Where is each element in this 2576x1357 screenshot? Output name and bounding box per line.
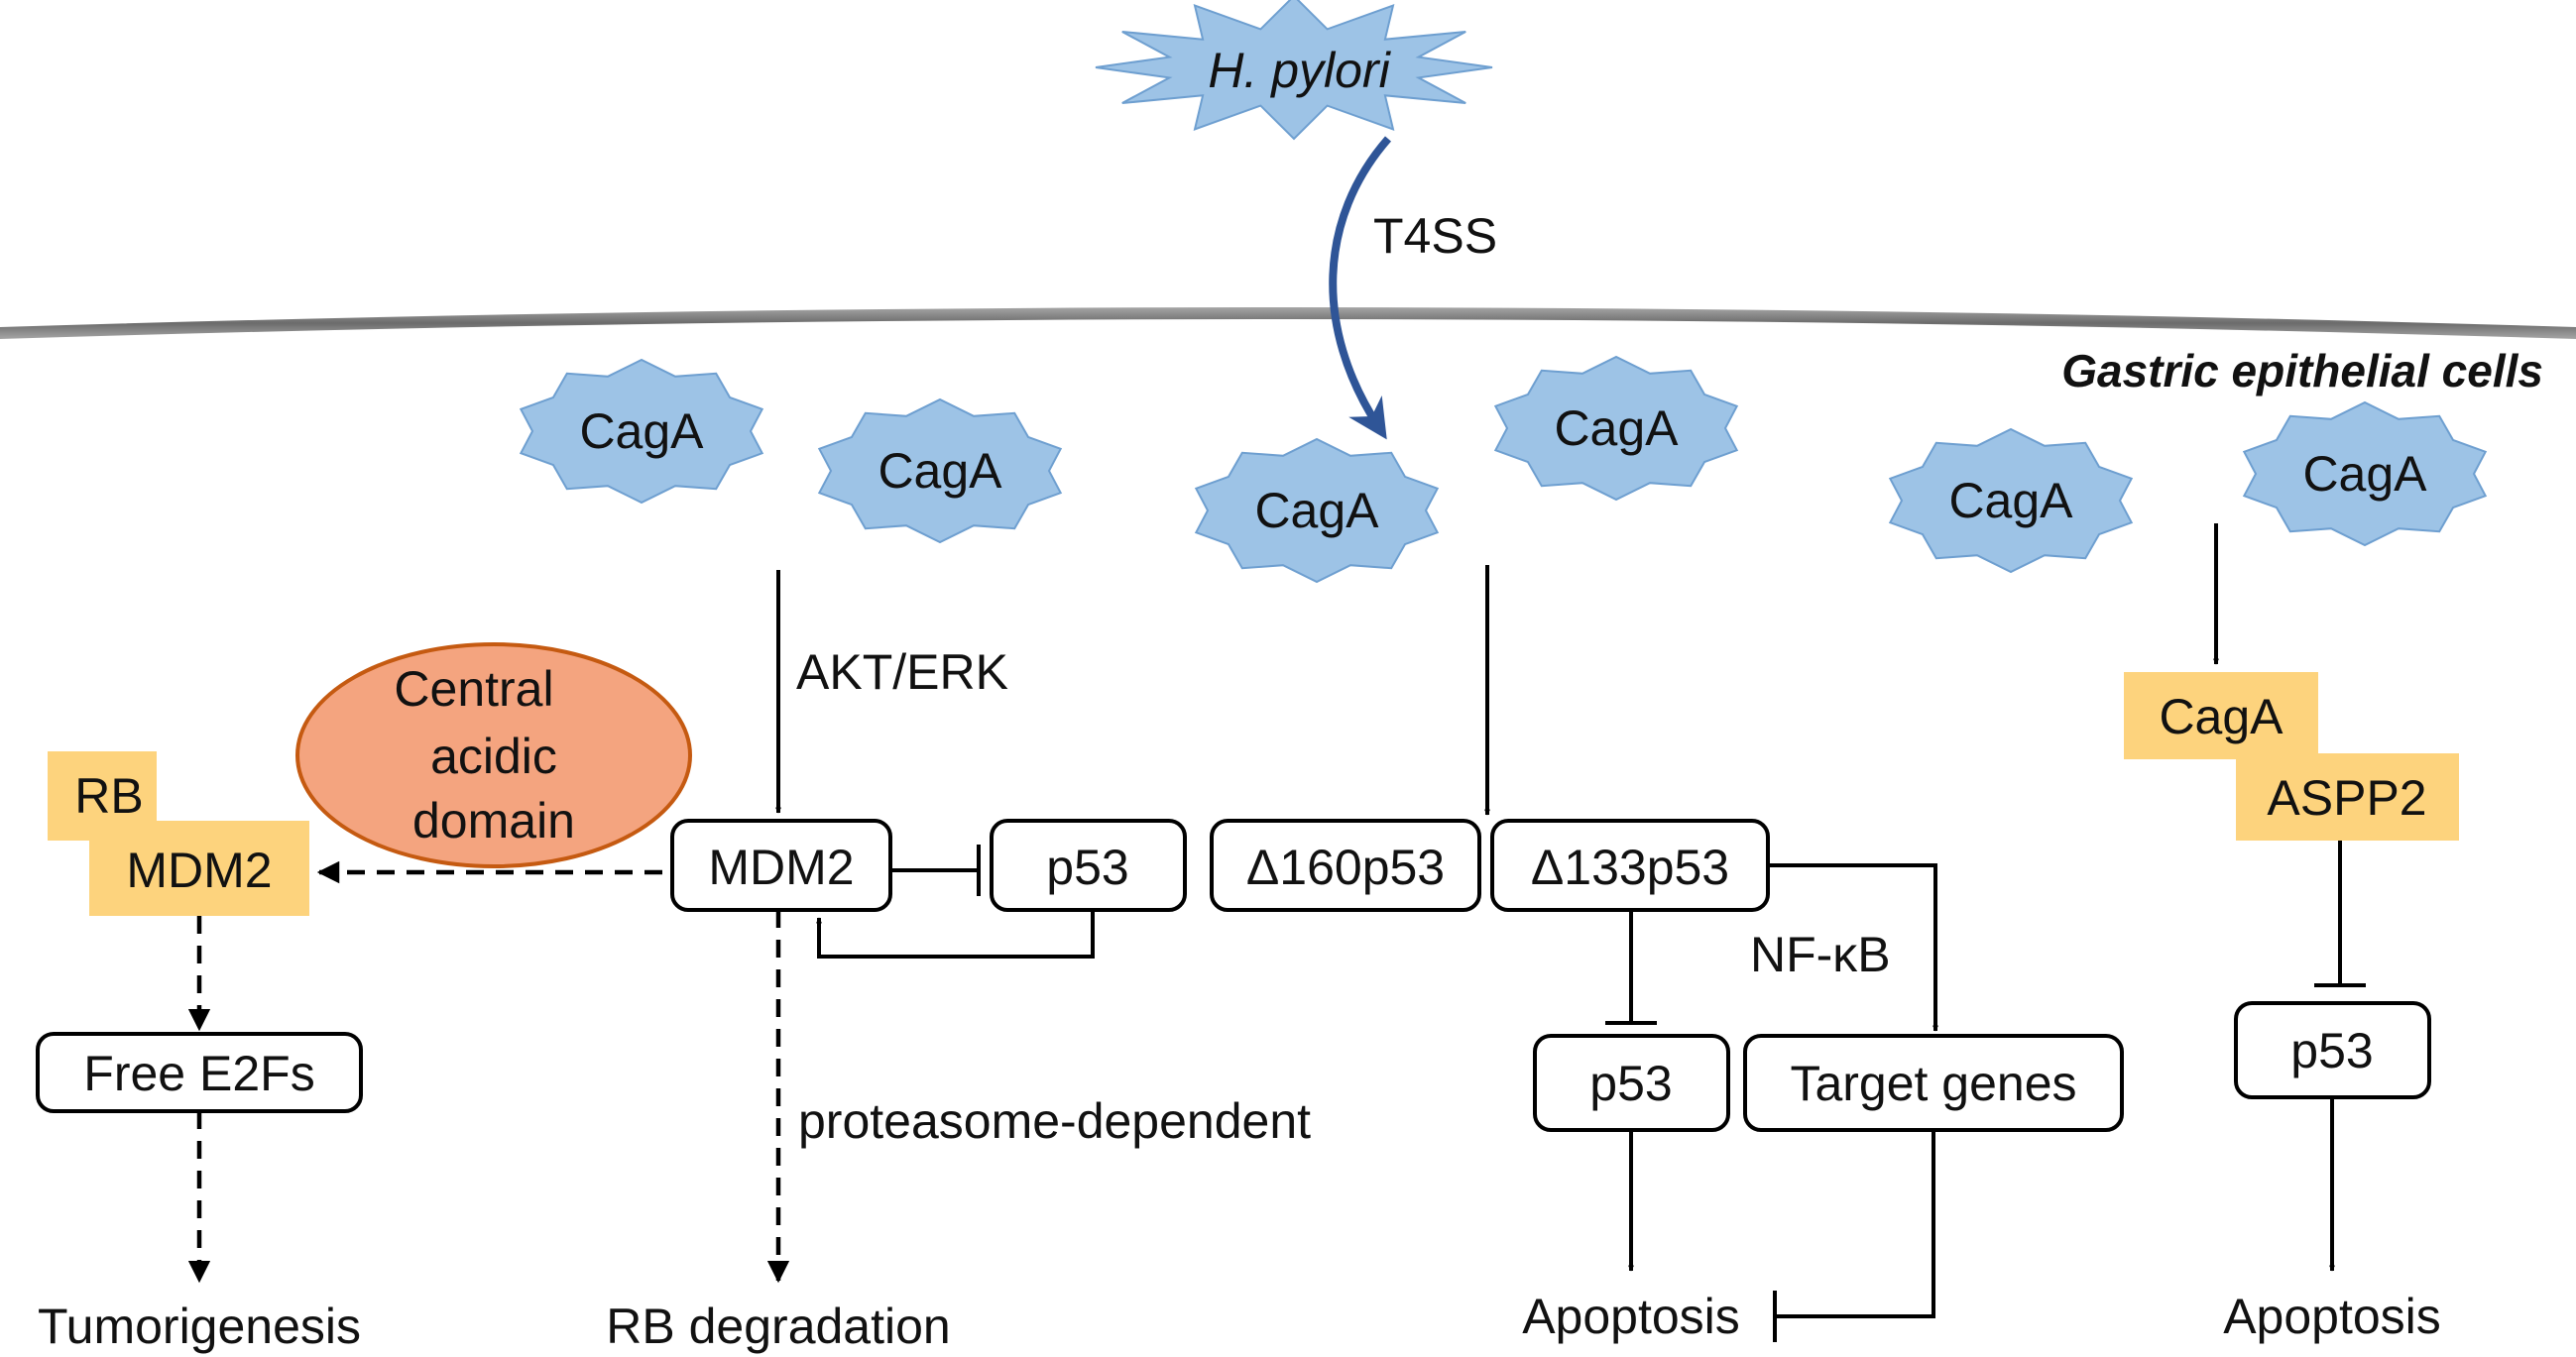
caga-label: CagA [2302, 446, 2427, 502]
star-burst-icon [1095, 0, 1493, 141]
caga-label: CagA [878, 443, 1002, 499]
cell-membrane [0, 307, 2576, 339]
t4ss-label: T4SS [1373, 208, 1497, 264]
proteasome-label: proteasome-dependent [798, 1093, 1311, 1149]
tumorigenesis-label: Tumorigenesis [38, 1299, 361, 1354]
caga-aspp2-complex: CagA ASPP2 [2124, 672, 2459, 841]
middle-apoptosis-label: Apoptosis [1522, 1289, 1740, 1344]
complex-rb-label: RB [74, 768, 143, 824]
delta160p53-box: Δ160p53 [1210, 819, 1481, 912]
target-genes-box: Target genes [1743, 1034, 2124, 1132]
right-apoptosis-label: Apoptosis [2223, 1289, 2441, 1344]
caga-protein: CagA [2242, 400, 2488, 547]
target-genes-inhibit-apoptosis [1777, 1130, 1935, 1318]
nfkb-label: NF-κB [1750, 927, 1891, 982]
svg-text:p53: p53 [1589, 1056, 1672, 1111]
rb-mdm2-complex: RB MDM2 [48, 751, 309, 916]
akt-erk-label: AKT/ERK [796, 644, 1008, 700]
caga-protein: CagA [1194, 437, 1440, 584]
caga-label: CagA [579, 403, 704, 459]
svg-text:Free E2Fs: Free E2Fs [83, 1046, 314, 1101]
acidic-domain-line-3: domain [412, 793, 575, 848]
h-pylori-label: H. pylori [1208, 43, 1391, 98]
central-acidic-domain: Central acidic domain [295, 642, 692, 868]
mdm2-box: MDM2 [670, 819, 892, 912]
acidic-domain-line-2: acidic [430, 729, 557, 784]
complex-aspp2-label: ASPP2 [2267, 770, 2426, 826]
middle-p53-box: p53 [1533, 1034, 1730, 1132]
svg-text:Target genes: Target genes [1790, 1056, 2076, 1111]
acidic-domain-line-1: Central [394, 661, 553, 717]
gastric-cells-label: Gastric epithelial cells [2061, 345, 2543, 396]
rb-degradation-label: RB degradation [606, 1299, 950, 1354]
p53-feedback-arrow [816, 910, 1095, 959]
delta133p53-box: Δ133p53 [1490, 819, 1770, 912]
h-pylori-bacterium: H. pylori [1095, 0, 1493, 141]
caga-protein: CagA [1888, 427, 2134, 574]
complex-mdm2-label: MDM2 [126, 843, 272, 898]
caga-protein: CagA [817, 397, 1063, 544]
caga-protein: CagA [1493, 355, 1739, 502]
caga-label: CagA [1554, 400, 1679, 456]
svg-text:p53: p53 [2290, 1023, 2373, 1078]
right-p53-box: p53 [2234, 1001, 2431, 1099]
caga-label: CagA [1948, 473, 2073, 528]
p53-box: p53 [990, 819, 1187, 912]
caga-protein: CagA [519, 358, 764, 505]
free-e2fs-box: Free E2Fs [36, 1032, 363, 1113]
svg-text:Δ160p53: Δ160p53 [1246, 840, 1445, 895]
nfkb-arrow [1768, 863, 1938, 1032]
t4ss-arrow [1329, 136, 1392, 440]
caga-proteins: CagA CagA CagA CagA CagA CagA [519, 355, 2488, 584]
caga-label: CagA [1254, 483, 1379, 538]
svg-text:p53: p53 [1046, 840, 1128, 895]
complex-caga-label: CagA [2159, 689, 2283, 744]
svg-text:MDM2: MDM2 [708, 840, 854, 895]
svg-text:Δ133p53: Δ133p53 [1531, 840, 1729, 895]
